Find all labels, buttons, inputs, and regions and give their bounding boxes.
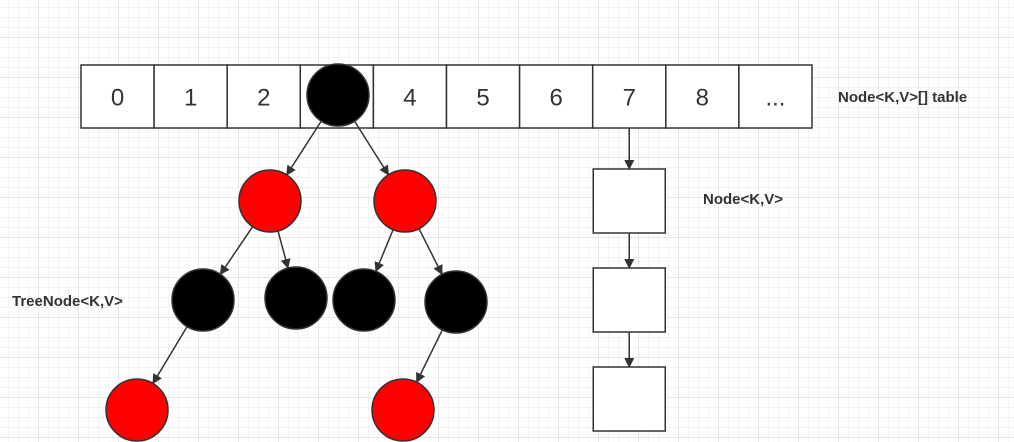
table-cell-6 (518, 64, 594, 129)
table-cell-index: 7 (623, 85, 636, 112)
list-node-label: Node<K,V> (703, 191, 783, 208)
table-cell-index: 1 (184, 85, 197, 112)
edges (152, 120, 444, 385)
list-node (592, 366, 666, 432)
tree-node-black (264, 266, 328, 330)
table-cell-index: 5 (476, 85, 489, 112)
tree-edge (219, 226, 254, 276)
table-cell-4 (372, 64, 448, 129)
table-cell-2 (226, 64, 302, 129)
table-cell-index: 8 (696, 85, 709, 112)
table-cell-5 (445, 64, 521, 129)
tree-edge (353, 120, 390, 176)
tree-edge (277, 230, 291, 270)
table-cell-index: 2 (257, 85, 270, 112)
bucket-table: 0 1 2 4 5 6 7 8... (80, 64, 813, 129)
tree-node-red (373, 169, 437, 233)
table-cell-7 (591, 64, 667, 129)
tree-edge (152, 326, 188, 385)
table-cell-9 (738, 64, 813, 129)
table-cell-0 (80, 64, 155, 129)
tree-edge (374, 229, 394, 273)
table-cell-index: ... (765, 85, 785, 112)
tree-node-black (424, 270, 488, 334)
table-cell-index: 6 (549, 85, 562, 112)
linked-list (592, 128, 666, 432)
tree-nodes (105, 63, 488, 442)
tree-edge (286, 120, 322, 176)
table-cell-index: 0 (111, 85, 124, 112)
tree-node-label: TreeNode<K,V> (12, 293, 123, 310)
tree-node-black (171, 268, 235, 332)
tree-node-black (306, 63, 370, 127)
list-node (592, 168, 666, 234)
tree-node-red (105, 378, 169, 442)
tree-node-black (332, 268, 396, 332)
list-node (592, 267, 666, 333)
table-label: Node<K,V>[] table (838, 89, 967, 106)
tree-node-red (371, 378, 435, 442)
table-cell-index: 4 (403, 85, 416, 112)
table-cell-1 (153, 64, 228, 129)
tree-node-red (238, 169, 302, 233)
tree-edge (418, 228, 443, 276)
tree-edge (415, 329, 444, 384)
table-cell-8 (665, 64, 740, 129)
